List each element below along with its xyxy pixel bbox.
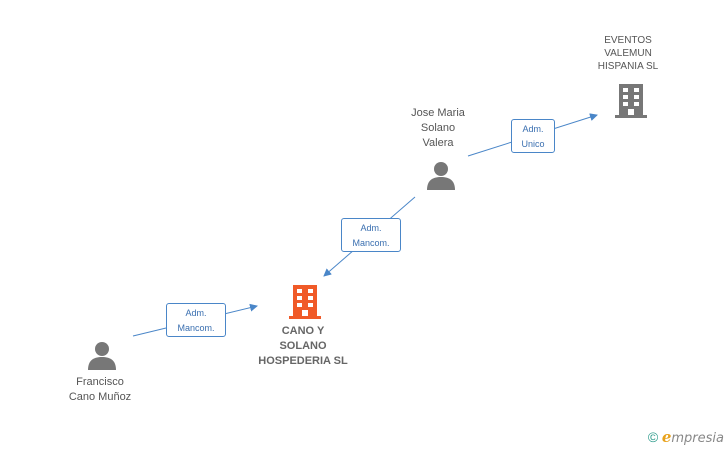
person-jose-line-1: Jose Maria	[411, 107, 465, 119]
company-cano-line-1: CANO Y	[281, 325, 325, 337]
person-jose-line-3: Valera	[422, 137, 454, 149]
person-jose-line-2: Solano	[420, 122, 456, 134]
relation-adm-unico-line-2: Unico	[521, 139, 545, 149]
relation-adm-mancom-francisco-line-1: Adm.	[185, 308, 207, 318]
relation-adm-mancom-francisco[interactable]: Adm. Mancom.	[166, 303, 226, 337]
company-eventos-line-3: HISPANIA SL	[597, 61, 659, 72]
building-icon-highlighted[interactable]	[289, 285, 321, 319]
person-francisco-label[interactable]: Francisco Cano Muñoz	[50, 375, 150, 405]
copyright-symbol: ©	[647, 429, 659, 445]
relation-adm-unico-line-1: Adm.	[522, 124, 544, 134]
company-eventos-line-1: EVENTOS	[604, 35, 652, 46]
person-jose-label[interactable]: Jose Maria Solano Valera	[390, 106, 486, 151]
person-francisco-line-1: Francisco	[76, 376, 124, 388]
relation-adm-unico[interactable]: Adm. Unico	[511, 119, 555, 153]
person-icon[interactable]	[87, 340, 117, 370]
company-cano-line-3: HOSPEDERIA SL	[258, 355, 348, 367]
empresia-logo-text: mpresia	[671, 431, 724, 446]
person-icon[interactable]	[426, 160, 456, 190]
relation-adm-mancom-jose[interactable]: Adm. Mancom.	[341, 218, 401, 252]
person-francisco-line-2: Cano Muñoz	[68, 391, 132, 403]
relation-adm-mancom-jose-line-2: Mancom.	[352, 238, 390, 248]
company-eventos-line-2: VALEMUN	[604, 48, 652, 59]
empresia-watermark: © empresia	[648, 428, 724, 446]
company-cano-line-2: SOLANO	[279, 340, 327, 352]
empresia-logo-e: e	[661, 428, 672, 446]
relation-adm-mancom-francisco-line-2: Mancom.	[177, 323, 215, 333]
company-cano-label[interactable]: CANO Y SOLANO HOSPEDERIA SL	[244, 324, 362, 369]
company-eventos-label[interactable]: EVENTOS VALEMUN HISPANIA SL	[578, 34, 678, 73]
relation-adm-mancom-jose-line-1: Adm.	[360, 223, 382, 233]
building-icon[interactable]	[615, 84, 647, 118]
